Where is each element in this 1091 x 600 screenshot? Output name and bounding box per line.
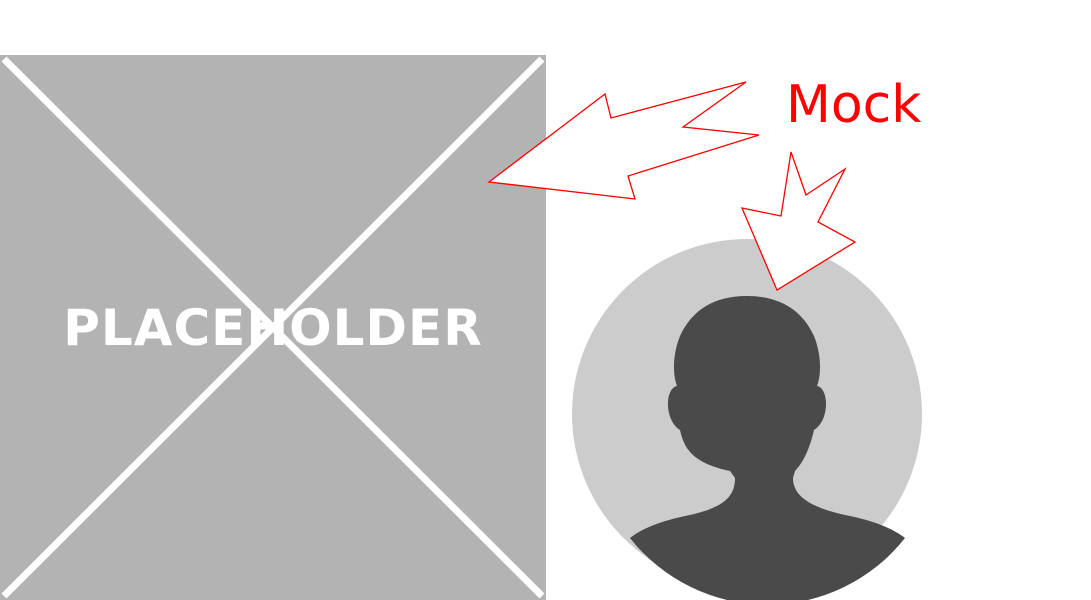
mock-annotation-label: Mock <box>786 75 922 135</box>
down-arrow-shape <box>740 151 857 291</box>
user-silhouette-icon <box>630 296 905 600</box>
placeholder-label: PLACEHOLDER <box>63 299 483 357</box>
cross-line-2 <box>1 56 545 599</box>
placeholder-cross-graphic <box>0 55 546 600</box>
left-arrow-shape <box>487 81 760 200</box>
avatar-icon <box>572 239 922 600</box>
placeholder-image <box>0 55 546 600</box>
